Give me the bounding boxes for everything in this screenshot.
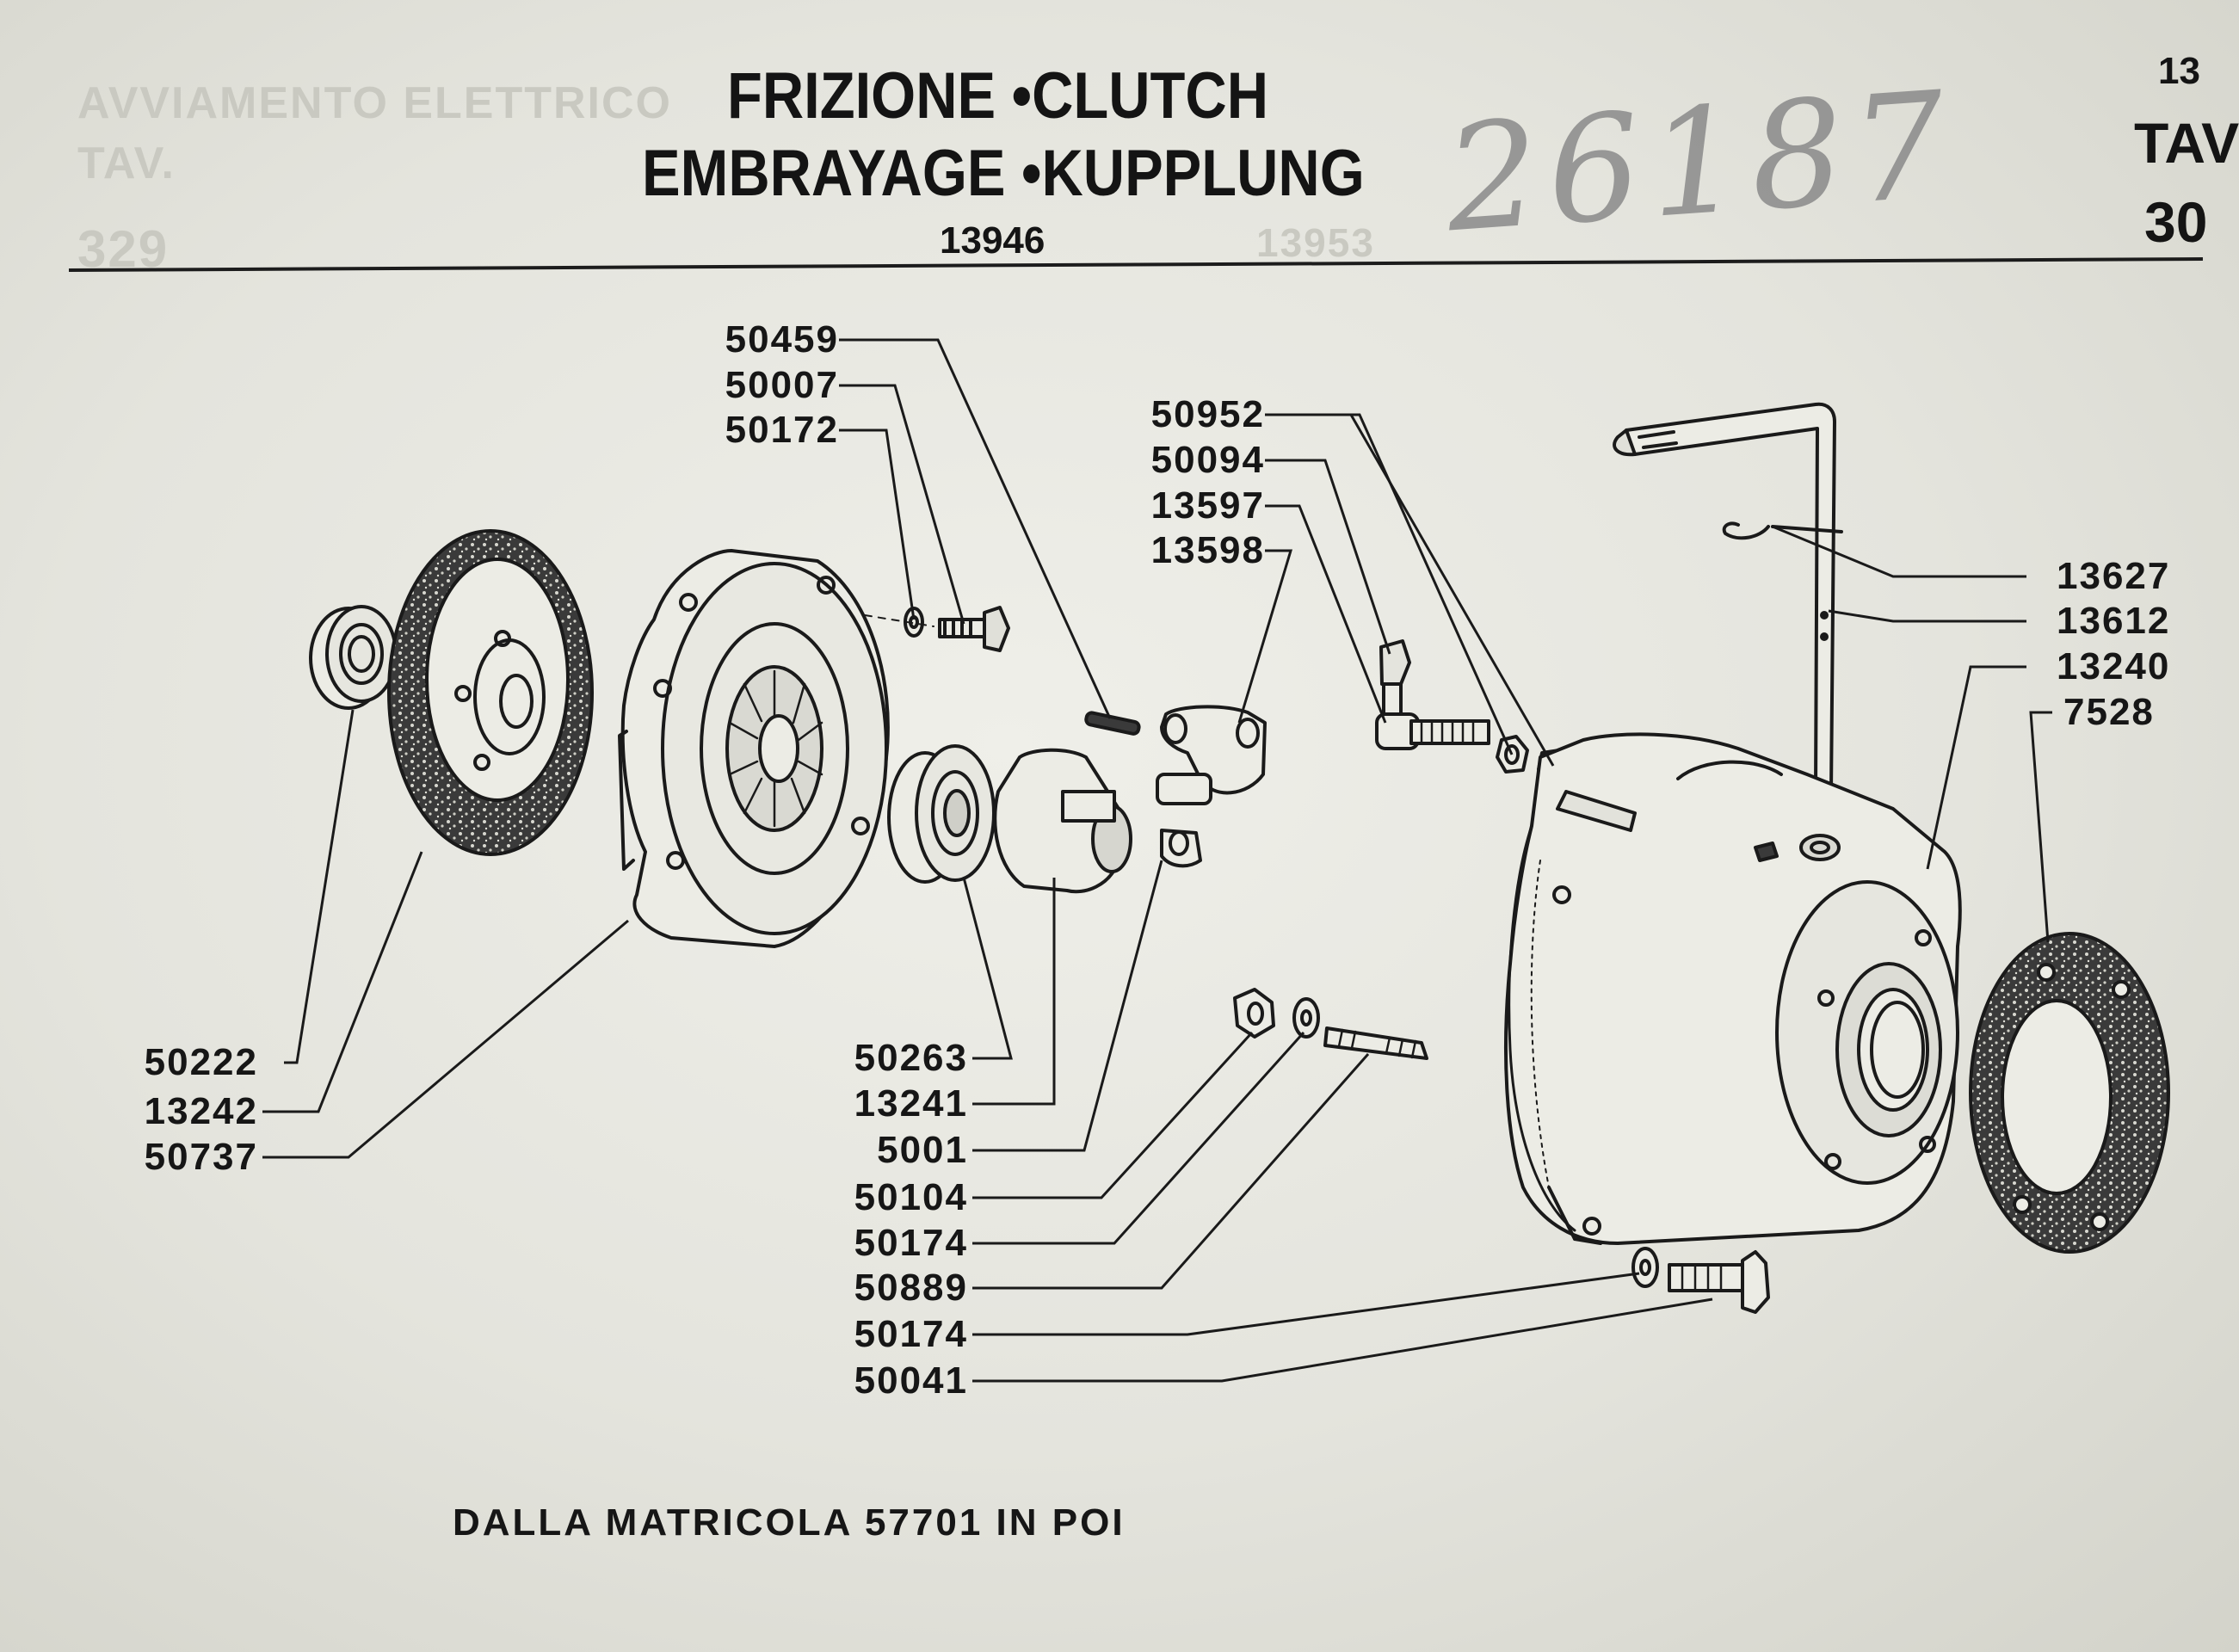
part-label: 50174 <box>854 1222 968 1264</box>
table-code: 13946 <box>940 219 1045 262</box>
page-title-line-2: EMBRAYAGE •KUPPLUNG <box>642 137 1365 210</box>
part-label: 13627 <box>2057 555 2171 597</box>
part-label: 13242 <box>144 1090 258 1132</box>
part-label: 13241 <box>854 1082 968 1125</box>
bleed-through-text: TAV. <box>77 139 176 188</box>
part-label: 13612 <box>2057 600 2171 642</box>
part-label: 50174 <box>854 1313 968 1355</box>
bearing-carrier <box>993 748 1132 894</box>
right-edge-number: 30 <box>2144 190 2208 254</box>
pressure-plate <box>618 549 890 948</box>
serial-note: DALLA MATRICOLA 57701 IN POI <box>453 1501 1126 1544</box>
leader-lines <box>262 338 2052 1383</box>
release-fork-halves <box>1156 705 1267 868</box>
part-label: 50172 <box>725 409 839 451</box>
washer-and-housing-bolt <box>1631 1247 1770 1314</box>
bleed-through-text: AVVIAMENTO ELETTRICO <box>77 78 672 128</box>
pilot-bearing <box>309 605 398 710</box>
part-label: 50041 <box>854 1359 968 1402</box>
right-edge-label: TAV <box>2134 111 2239 175</box>
clutch-disc <box>387 529 594 856</box>
washer-and-bolt <box>864 606 1010 652</box>
part-label: 50104 <box>854 1176 968 1218</box>
bell-housing <box>1504 732 1962 1245</box>
part-label: 5001 <box>877 1129 968 1171</box>
part-label: 50094 <box>1150 439 1265 481</box>
part-label: 50737 <box>144 1136 258 1178</box>
part-label: 50952 <box>1150 393 1265 435</box>
part-label: 13597 <box>1150 484 1265 527</box>
part-label: 50007 <box>725 364 839 406</box>
bleed-through-code: 13953 <box>1256 220 1375 265</box>
right-edge-number: 13 <box>2158 50 2200 92</box>
stud-nut-washer <box>1233 988 1428 1060</box>
part-label: 13598 <box>1150 529 1265 571</box>
part-label: 13240 <box>2057 645 2171 687</box>
part-label: 7528 <box>2063 691 2155 733</box>
release-bearing <box>887 744 996 884</box>
part-label: 50459 <box>725 318 839 361</box>
part-label: 50263 <box>854 1037 968 1079</box>
part-label: 50889 <box>854 1267 968 1309</box>
pin <box>1084 711 1141 736</box>
part-label: 50222 <box>144 1041 258 1083</box>
housing-gasket <box>1969 932 2170 1254</box>
page-title-line-1: FRIZIONE •CLUTCH <box>727 59 1268 133</box>
